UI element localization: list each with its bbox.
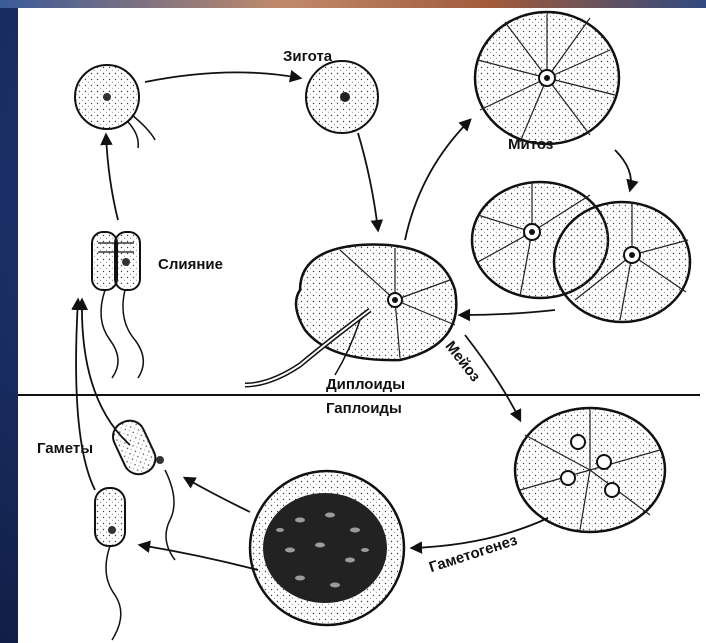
dividing-cell bbox=[472, 182, 690, 322]
fusing-gametes bbox=[92, 232, 143, 378]
meiosis-cell bbox=[515, 408, 665, 532]
diploid-cell bbox=[245, 245, 456, 385]
gamete-lower bbox=[95, 488, 125, 640]
diploids-label: Диплоиды bbox=[326, 376, 405, 393]
zygote-cell bbox=[306, 61, 378, 133]
fusion-label: Слияние bbox=[158, 256, 223, 273]
haploids-label: Гаплоиды bbox=[326, 400, 402, 417]
mitosis-label: Митоз bbox=[508, 136, 553, 153]
gametogenesis-cell bbox=[250, 471, 404, 625]
mitosis-cell bbox=[475, 12, 619, 144]
zygote-label: Зигота bbox=[283, 48, 332, 65]
young-zygote-cell bbox=[75, 65, 155, 148]
gametes-label: Гаметы bbox=[37, 440, 93, 457]
